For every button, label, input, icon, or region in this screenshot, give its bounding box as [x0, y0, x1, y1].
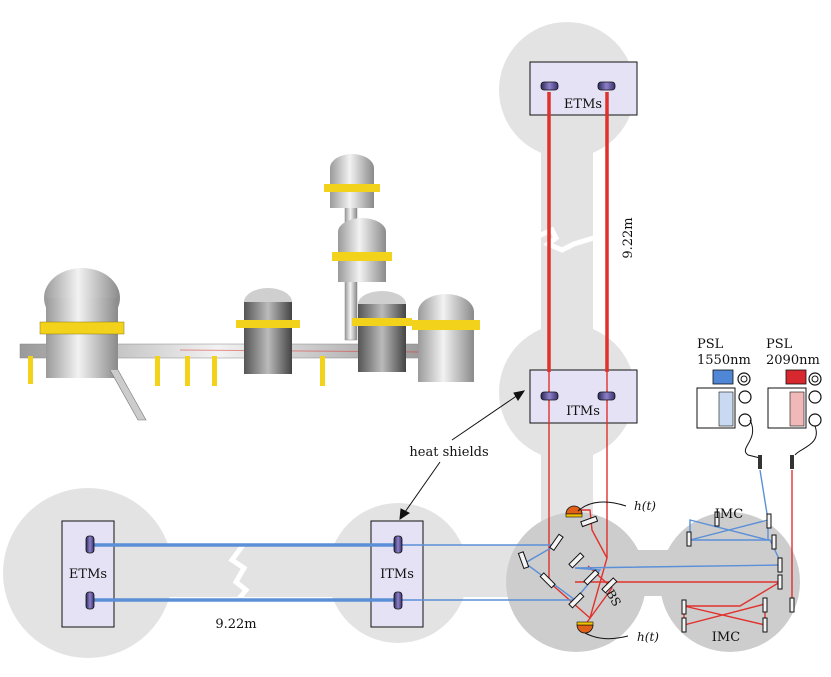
psl-2090-fiber-coil-icon	[808, 372, 822, 386]
steering-optics	[517, 511, 795, 633]
central-mirror-4	[568, 552, 585, 569]
psl-2090-name: PSL	[766, 337, 793, 352]
central-mirror-6	[568, 592, 585, 609]
imc-upper-label: IMC	[715, 507, 743, 522]
tank-upper-middle	[332, 218, 392, 282]
etm-left-upper-mirror	[85, 535, 95, 554]
central-mirror-3	[517, 551, 530, 570]
tank-right-front	[412, 294, 480, 382]
itms-left-label: ITMs	[380, 567, 414, 582]
tank-upper-back	[324, 154, 380, 208]
heat-shield-arrows	[399, 390, 526, 521]
imc-lower-mirror-4	[762, 597, 768, 613]
readout-cable-upper	[577, 501, 627, 512]
imc-lower-mirror-2	[681, 617, 687, 633]
psl-1550-laser-icon	[712, 369, 734, 385]
support-stands	[28, 356, 325, 386]
psl-1550-fiber-coil-icon-2	[740, 375, 748, 383]
photodetector-lower-base	[576, 621, 594, 626]
itm-top-right-mirror	[597, 391, 616, 401]
photodetector-lower-icon	[576, 624, 594, 634]
itm-top-left-mirror	[540, 391, 559, 401]
itm-left-upper-mirror	[393, 535, 403, 554]
heat-shields-label: heat shields	[409, 445, 488, 460]
central-mirror-5	[539, 572, 556, 589]
central-mirror-1	[580, 515, 599, 528]
psl-2090-coil-icon-a	[808, 390, 822, 404]
imc-lower-mirror-3	[762, 617, 768, 633]
arrow-to-itms-left	[404, 461, 441, 513]
imc-upper-mirror-2	[714, 511, 720, 527]
etm-top-left-mirror	[540, 81, 559, 91]
tank-left-large	[39, 268, 147, 421]
arrow-to-itms-top	[451, 394, 519, 441]
psl-2090-laser-icon	[785, 369, 807, 385]
psl-1550-coil-icon-b	[738, 413, 752, 427]
psl-1550-name: PSL	[697, 337, 724, 352]
photodetector-upper-icon	[565, 505, 583, 515]
imc-upper-mirror-3	[766, 513, 772, 529]
readout-upper-label: h(t)	[634, 499, 656, 513]
arrow-head-itms-left	[399, 508, 410, 521]
imc-upper-mirror-4	[771, 534, 777, 550]
psl-feed-mirror-2	[777, 574, 783, 590]
psl-2090-fiber	[794, 425, 817, 456]
beam-splitter	[583, 569, 600, 586]
psl-2090-fiber-connector	[790, 455, 794, 469]
psl-1550-coil-icon-a	[738, 390, 752, 404]
psl-1550-wavelength: 1550nm	[697, 353, 751, 368]
psl-1550-fiber-connector	[758, 455, 762, 469]
readout-lower-label: h(t)	[637, 630, 659, 644]
arm-length-vertical-label: 9.22m	[621, 217, 636, 258]
etms-left-label: ETMs	[69, 567, 107, 582]
central-mirror-7	[601, 577, 618, 594]
arrow-head-itms-top	[513, 390, 526, 401]
imc-upper-mirror-1	[686, 531, 692, 547]
arm-length-horizontal-label: 9.22m	[215, 617, 256, 632]
tank-inner-open-2	[352, 291, 412, 372]
central-mirror-2	[549, 533, 564, 551]
psl-2090-amplifier-panel	[789, 391, 805, 427]
psl-feed-mirror-3	[789, 597, 795, 613]
red-central-path	[548, 509, 608, 620]
etm-left-lower-mirror	[85, 591, 95, 610]
tank-inner-open-1	[236, 288, 300, 374]
blue-fiber-path	[759, 469, 769, 521]
psl-2090-wavelength: 2090nm	[766, 353, 820, 368]
imc-lower-mirror-1	[681, 599, 687, 615]
photodetector-upper-base	[565, 513, 583, 518]
psl-2090-fiber-coil-icon-2	[811, 375, 819, 383]
readout-cable-lower	[584, 632, 629, 640]
blue-beams	[90, 469, 783, 602]
etms-top-label: ETMs	[564, 97, 602, 112]
imc-lower-label: IMC	[712, 630, 740, 645]
psl-2090-unit	[767, 369, 822, 469]
red-imc-path	[684, 581, 781, 607]
vacuum-tube-horizontal	[88, 545, 568, 597]
psl-1550-fiber	[745, 419, 761, 459]
blue-imc-bowtie	[689, 519, 769, 541]
itms-top-label: ITMs	[566, 404, 600, 419]
psl-1550-unit	[696, 369, 762, 469]
psl-1550-amplifier-panel	[718, 391, 734, 427]
psl-1550-fiber-coil-icon	[737, 372, 751, 386]
psl-2090-coil-icon-b	[808, 413, 822, 427]
test-masses	[85, 81, 616, 610]
facility-3d-render	[19, 154, 480, 421]
itm-left-lower-mirror	[393, 591, 403, 610]
etm-top-right-mirror	[597, 81, 616, 91]
tube-break-horizontal	[228, 543, 250, 602]
blue-imc-path	[690, 539, 783, 566]
psl-feed-mirror-1	[777, 557, 783, 573]
photodetectors	[565, 501, 629, 640]
